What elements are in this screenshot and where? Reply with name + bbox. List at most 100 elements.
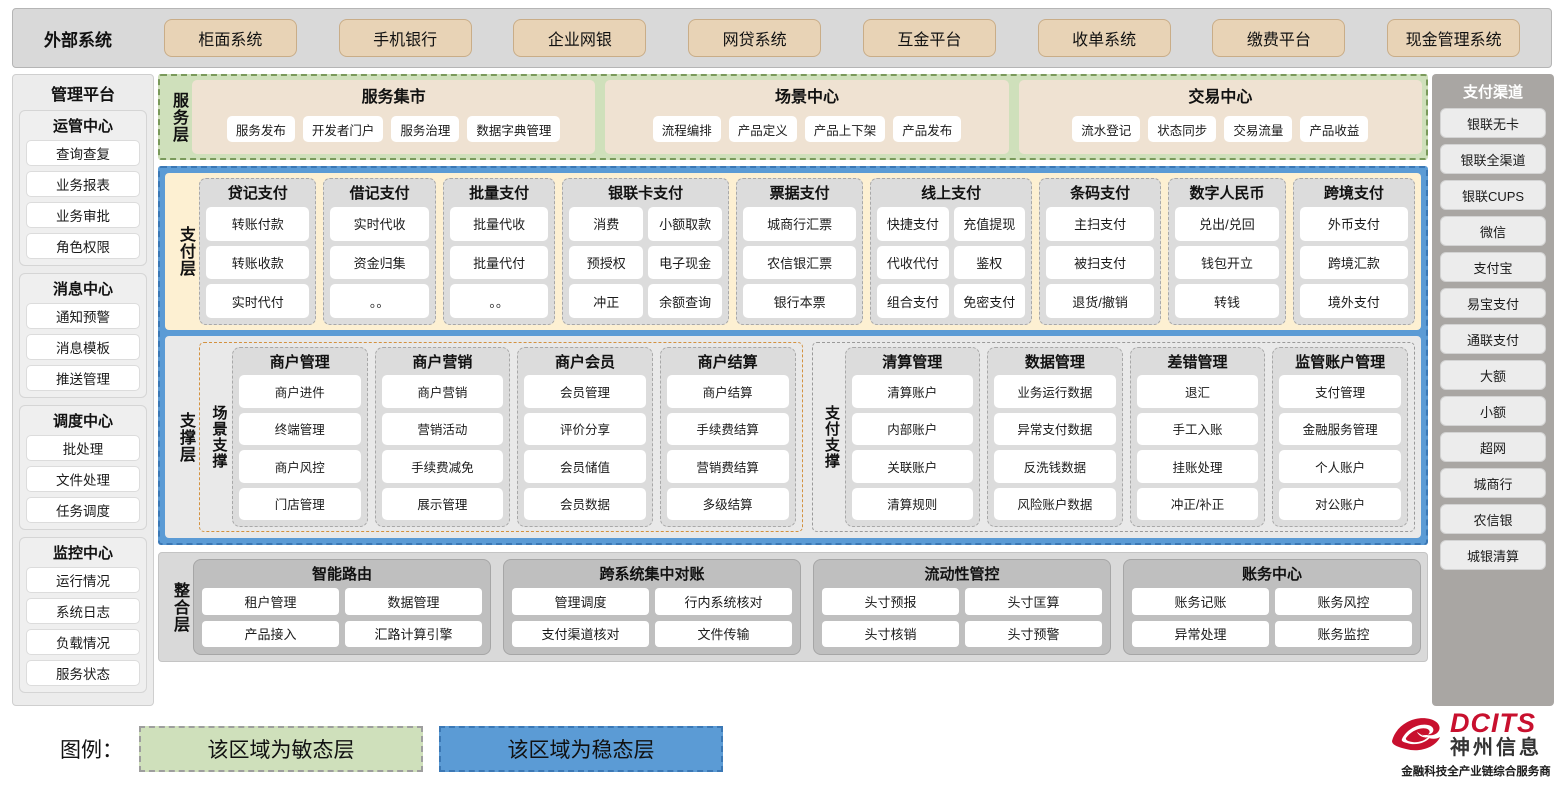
management-item[interactable]: 业务报表: [26, 171, 140, 197]
service-item[interactable]: 流水登记: [1072, 116, 1141, 142]
service-item[interactable]: 交易流量: [1224, 116, 1293, 142]
payment-item[interactable]: 消费: [569, 207, 644, 241]
support-item[interactable]: 展示管理: [381, 487, 504, 520]
integration-item[interactable]: 产品接入: [202, 620, 339, 647]
service-item[interactable]: 开发者门户: [302, 116, 384, 142]
integration-item[interactable]: 管理调度: [512, 588, 649, 615]
integration-item[interactable]: 租户管理: [202, 588, 339, 615]
service-item[interactable]: 产品定义: [728, 116, 797, 142]
service-item[interactable]: 产品发布: [893, 116, 962, 142]
support-item[interactable]: 会员管理: [524, 375, 646, 408]
support-item[interactable]: 挂账处理: [1136, 450, 1259, 483]
support-item[interactable]: 对公账户: [1279, 487, 1401, 520]
payment-channel-item[interactable]: 银联无卡: [1440, 108, 1546, 138]
payment-item[interactable]: 预授权: [569, 245, 644, 280]
support-item[interactable]: 冲正/补正: [1136, 487, 1259, 520]
payment-channel-item[interactable]: 银联全渠道: [1440, 144, 1546, 174]
service-item[interactable]: 流程编排: [652, 116, 721, 142]
payment-channel-item[interactable]: 小额: [1440, 396, 1546, 426]
payment-channel-item[interactable]: 大额: [1440, 360, 1546, 390]
support-item[interactable]: 关联账户: [851, 450, 974, 483]
management-item[interactable]: 任务调度: [26, 497, 140, 523]
payment-item[interactable]: 快捷支付: [877, 207, 949, 241]
external-system-chip[interactable]: 企业网银: [513, 19, 647, 57]
payment-item[interactable]: 退货/撤销: [1045, 284, 1155, 318]
support-item[interactable]: 异常支付数据: [994, 412, 1116, 445]
payment-item[interactable]: 余额查询: [648, 284, 722, 318]
integration-item[interactable]: 行内系统核对: [655, 588, 792, 615]
support-item[interactable]: 手续费减免: [381, 450, 504, 483]
support-item[interactable]: 退汇: [1136, 375, 1259, 408]
payment-item[interactable]: 银行本票: [742, 284, 857, 318]
payment-channel-item[interactable]: 超网: [1440, 432, 1546, 462]
management-item[interactable]: 运行情况: [26, 567, 140, 593]
support-item[interactable]: 内部账户: [851, 412, 974, 445]
integration-item[interactable]: 头寸预警: [965, 620, 1102, 647]
payment-item[interactable]: 批量代付: [449, 245, 549, 280]
payment-item[interactable]: 组合支付: [877, 284, 949, 318]
management-item[interactable]: 业务审批: [26, 202, 140, 228]
payment-item[interactable]: 电子现金: [648, 245, 722, 280]
integration-item[interactable]: 汇路计算引擎: [345, 620, 482, 647]
management-item[interactable]: 推送管理: [26, 365, 140, 391]
management-item[interactable]: 查询查复: [26, 140, 140, 166]
payment-channel-item[interactable]: 易宝支付: [1440, 288, 1546, 318]
external-system-chip[interactable]: 收单系统: [1037, 19, 1171, 57]
payment-item[interactable]: 实时代收: [330, 207, 429, 241]
payment-item[interactable]: 转钱: [1175, 284, 1279, 318]
support-item[interactable]: 门店管理: [239, 487, 361, 520]
payment-item[interactable]: 鉴权: [953, 245, 1025, 280]
payment-item[interactable]: 外币支付: [1299, 207, 1409, 241]
payment-channel-item[interactable]: 农信银: [1440, 504, 1546, 534]
support-item[interactable]: 业务运行数据: [994, 375, 1116, 408]
support-item[interactable]: 商户营销: [381, 375, 504, 408]
support-item[interactable]: 支付管理: [1279, 375, 1401, 408]
support-item[interactable]: 评价分享: [524, 412, 646, 445]
payment-item[interactable]: 主扫支付: [1045, 207, 1155, 241]
external-system-chip[interactable]: 网贷系统: [688, 19, 822, 57]
payment-item[interactable]: 小额取款: [648, 207, 722, 241]
support-item[interactable]: 风险账户数据: [994, 487, 1116, 520]
payment-channel-item[interactable]: 城银清算: [1440, 540, 1546, 570]
payment-item[interactable]: 兑出/兑回: [1175, 207, 1279, 241]
payment-item[interactable]: 。。: [330, 284, 429, 318]
payment-item[interactable]: 批量代收: [449, 207, 549, 241]
payment-channel-item[interactable]: 微信: [1440, 216, 1546, 246]
support-item[interactable]: 终端管理: [239, 412, 361, 445]
external-system-chip[interactable]: 柜面系统: [163, 19, 297, 57]
payment-item[interactable]: 城商行汇票: [742, 207, 857, 241]
payment-item[interactable]: 充值提现: [953, 207, 1025, 241]
management-item[interactable]: 服务状态: [26, 660, 140, 686]
support-item[interactable]: 个人账户: [1279, 450, 1401, 483]
integration-item[interactable]: 数据管理: [345, 588, 482, 615]
management-item[interactable]: 系统日志: [26, 598, 140, 624]
payment-item[interactable]: 转账付款: [206, 207, 310, 241]
service-item[interactable]: 数据字典管理: [467, 116, 561, 142]
payment-item[interactable]: 跨境汇款: [1299, 245, 1409, 280]
payment-item[interactable]: 。。: [449, 284, 549, 318]
management-item[interactable]: 负载情况: [26, 629, 140, 655]
service-item[interactable]: 产品上下架: [804, 116, 886, 142]
service-item[interactable]: 服务发布: [226, 116, 295, 142]
service-item[interactable]: 状态同步: [1148, 116, 1217, 142]
integration-item[interactable]: 异常处理: [1132, 620, 1269, 647]
support-item[interactable]: 金融服务管理: [1279, 412, 1401, 445]
integration-item[interactable]: 头寸匡算: [965, 588, 1102, 615]
support-item[interactable]: 反洗钱数据: [994, 450, 1116, 483]
support-item[interactable]: 商户风控: [239, 450, 361, 483]
payment-item[interactable]: 境外支付: [1299, 284, 1409, 318]
management-item[interactable]: 批处理: [26, 435, 140, 461]
management-item[interactable]: 通知预警: [26, 303, 140, 329]
payment-item[interactable]: 农信银汇票: [742, 245, 857, 280]
external-system-chip[interactable]: 互金平台: [862, 19, 996, 57]
support-item[interactable]: 清算账户: [851, 375, 974, 408]
external-system-chip[interactable]: 现金管理系统: [1387, 19, 1521, 57]
support-item[interactable]: 商户结算: [666, 375, 789, 408]
payment-item[interactable]: 转账收款: [206, 245, 310, 280]
integration-item[interactable]: 账务监控: [1275, 620, 1412, 647]
support-item[interactable]: 营销活动: [381, 412, 504, 445]
support-item[interactable]: 清算规则: [851, 487, 974, 520]
payment-item[interactable]: 被扫支付: [1045, 245, 1155, 280]
payment-item[interactable]: 冲正: [569, 284, 644, 318]
service-item[interactable]: 产品收益: [1300, 116, 1369, 142]
